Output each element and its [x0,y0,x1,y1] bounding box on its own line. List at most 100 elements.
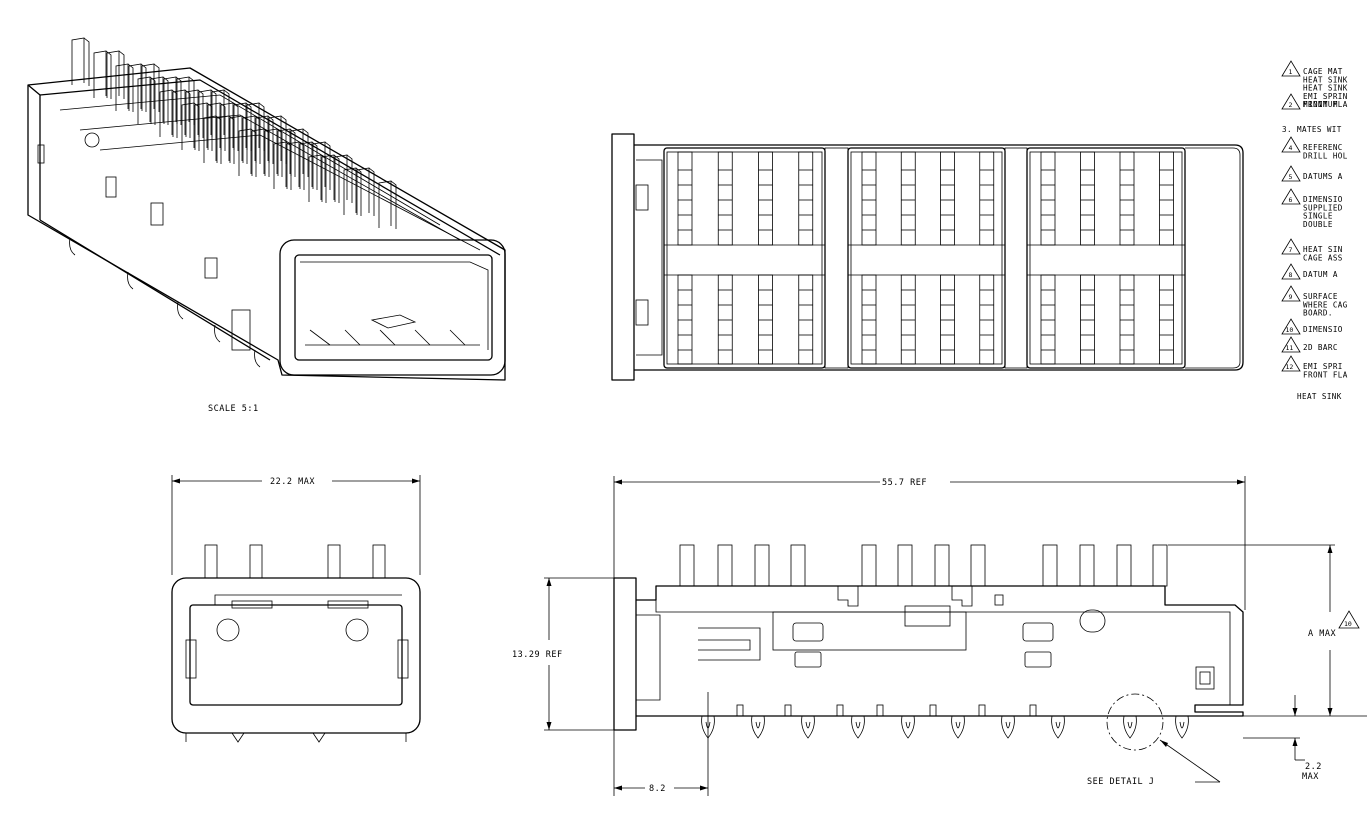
note-number: 11 [1286,344,1294,352]
note-number: 1 [1289,68,1293,76]
note-flag [1281,263,1301,280]
iso-fin [150,76,164,124]
note-line: HEAT SIN [1303,245,1343,254]
top-fin [900,274,916,365]
isometric-view: SCALE 5:1 [27,37,506,414]
top-fin [1159,274,1174,365]
iso-fin [220,102,234,150]
heat-sink-fins [71,37,397,229]
iso-fin [238,128,252,176]
scale-label: SCALE 5:1 [208,404,259,414]
iso-fin [159,89,173,137]
note-item: 10 DIMENSIO [1281,318,1343,335]
note-number: 10 [1286,326,1294,334]
side-pin [1001,715,1015,739]
iso-fin [194,102,208,150]
top-fin [940,151,955,246]
side-heat-sink-fins [679,544,1168,587]
iso-fin [229,115,243,163]
front-view: 22.2 MAX [171,475,421,743]
note-flag [1281,165,1301,182]
top-fin [979,151,995,246]
side-fin [970,544,986,587]
iso-fin [71,37,85,85]
note-item: HEAT SINK [1297,392,1342,401]
a-max-label: A MAX [1308,629,1336,639]
width-dim-label: 22.2 MAX [270,477,315,487]
side-view: 55.7 REF 13.29 REF [512,476,1367,796]
iso-fin [255,115,269,163]
note-line: FRONT FLA [1303,370,1348,379]
iso-fin [286,141,300,189]
iso-fin [246,102,260,150]
side-fin [1152,544,1168,587]
iso-fin [273,141,287,189]
note-line: CAGE ASS [1303,253,1343,262]
note-line: DATUMS A [1303,172,1343,181]
note-line: HEAT SINK [1297,392,1342,401]
top-fin [1040,274,1056,365]
top-fin [798,274,814,365]
note-line: DATUM A [1303,270,1338,279]
side-fin [717,544,733,587]
top-fin [1040,151,1056,246]
iso-fin [251,128,265,176]
side-fin [1042,544,1058,587]
note-line: DIMENSIO [1303,325,1343,334]
side-fin [679,544,695,587]
iso-fin [334,154,348,202]
note-number: 9 [1289,293,1293,301]
iso-fin [216,115,230,163]
note-line: BOARD. [1303,309,1333,318]
side-pin [1123,715,1137,739]
note-line: HEAT SINK [1303,75,1348,84]
note-line: DIMENSIO [1303,195,1343,204]
note-line: CAGE MAT [1303,67,1343,76]
note-line: SUPPLIED [1303,203,1343,212]
note-flag [1281,336,1301,353]
note-flag [1281,285,1301,302]
top-fin [1119,151,1135,246]
top-fin [1119,274,1135,365]
top-view [611,133,1244,381]
note-flag [1281,93,1301,110]
note-flag [1281,318,1301,335]
note-flag [1281,188,1301,205]
iso-fin [321,154,335,202]
standoff-dim-2: MAX [1302,772,1319,782]
side-pin [1175,715,1189,739]
offset-dim-label: 8.2 [649,784,666,794]
top-fin [717,274,733,365]
note-flag [1281,60,1301,77]
top-fin [798,151,814,246]
note-line: MINIMUM [1303,100,1338,109]
iso-fin [207,102,221,150]
side-pin [951,715,965,739]
top-fin [758,274,773,365]
side-pin [1051,715,1065,739]
note-number: 3. [1282,125,1292,134]
side-fin [1079,544,1095,587]
iso-fin [115,63,129,111]
top-fin [677,151,693,246]
height-dim-label: 13.29 REF [512,650,563,660]
iso-fin [128,63,142,111]
standoff-dim-1: 2.2 [1305,762,1322,772]
note-item: 8 DATUM A [1281,263,1338,280]
note-flag [1281,238,1301,255]
top-fin [1080,274,1095,365]
iso-fin [343,167,357,215]
note-line: SURFACE [1303,292,1338,301]
top-fin [940,274,955,365]
iso-fin [198,89,212,137]
detail-callout: SEE DETAIL J [1087,777,1154,787]
note-number: 8 [1289,271,1293,279]
iso-fin [163,76,177,124]
top-fin [861,274,877,365]
